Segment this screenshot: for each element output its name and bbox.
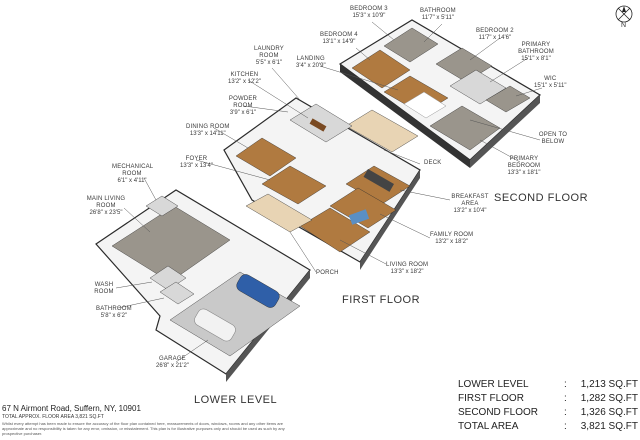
bedroom3-floor — [383, 27, 439, 63]
garage-white-car — [194, 308, 236, 342]
lower-level-model — [95, 189, 311, 382]
first-floor-title: FIRST FLOOR — [342, 294, 421, 306]
main-living-floor — [111, 205, 231, 283]
label-porch: PORCH — [316, 270, 339, 276]
second-floor-title: SECOND FLOOR — [494, 192, 589, 204]
deck-platform — [345, 109, 419, 153]
kitchen-island — [309, 118, 327, 132]
primary-bathroom-floor — [449, 69, 507, 105]
first-floor-model — [223, 97, 421, 270]
disclaimer-text: Whilst every attempt has been made to en… — [2, 421, 285, 436]
label-mechanical: MECHANICAL ROOM 6'1" x 4'11" — [112, 164, 154, 184]
label-bathroom-upper: BATHROOM 11'7" x 5'11" — [420, 8, 456, 21]
label-kitchen: KITCHEN 13'2" x 12'2" — [228, 72, 261, 85]
label-wic: WIC 15'1" x 5'11" — [534, 76, 567, 89]
leader-lines — [115, 21, 543, 363]
area-row-total: TOTAL AREA : 3,821 SQ.FT — [458, 421, 638, 432]
label-powder: POWDER ROOM 3'9" x 6'1" — [228, 96, 258, 116]
label-garage: GARAGE 26'8" x 21'2" — [156, 356, 189, 369]
area-row-lower: LOWER LEVEL : 1,213 SQ.FT — [458, 379, 638, 390]
label-wash: WASH ROOM — [94, 282, 114, 295]
total-approx-area: TOTAL APPROX. FLOOR AREA 3,821 SQ.FT — [2, 414, 104, 420]
label-foyer: FOYER 13'3" x 13'4" — [180, 156, 213, 169]
label-laundry: LAUNDRY ROOM 5'5" x 6'1" — [254, 46, 284, 66]
first-floor-base — [360, 170, 420, 270]
area-row-second: SECOND FLOOR : 1,326 SQ.FT — [458, 407, 638, 418]
porch-floor — [245, 193, 313, 233]
bedroom4-floor — [351, 49, 411, 89]
label-bedroom2: BEDROOM 2 11'7" x 14'6" — [476, 28, 514, 41]
mechanical-floor — [145, 195, 179, 217]
label-landing: LANDING 3'4" x 20'9" — [296, 56, 326, 69]
open-below-void — [403, 91, 447, 119]
label-bedroom3: BEDROOM 3 15'3" x 10'9" — [350, 6, 388, 19]
label-living: LIVING ROOM 13'3" x 18'2" — [386, 262, 429, 275]
property-address: 67 N Airmont Road, Suffern, NY, 10901 — [2, 404, 141, 413]
label-primary-bathroom: PRIMARY BATHROOM 15'1" x 8'1" — [518, 42, 554, 62]
living-floor — [299, 207, 371, 253]
kitchen-floor — [289, 103, 353, 143]
foyer-floor — [261, 165, 327, 205]
bathroom-lower-floor — [159, 281, 195, 305]
label-dining: DINING ROOM 13'3" x 14'11" — [186, 124, 230, 137]
wic-floor — [485, 85, 531, 113]
label-deck: DECK — [424, 160, 442, 166]
compass-north-label: N — [621, 22, 627, 29]
second-floor-base-right — [470, 95, 540, 168]
second-floor-model — [338, 19, 541, 168]
label-bedroom4: BEDROOM 4 13'1" x 14'9" — [320, 32, 358, 45]
label-primary-bedroom: PRIMARY BEDROOM 13'3" x 18'1" — [507, 156, 541, 176]
dining-floor — [235, 137, 297, 177]
second-floor-base — [340, 64, 470, 168]
family-sofa — [363, 169, 394, 192]
garage-blue-car — [236, 274, 280, 308]
label-main-living: MAIN LIVING ROOM 26'8" x 23'5" — [86, 196, 126, 216]
label-open-below: OPEN TO BELOW — [538, 132, 568, 145]
lower-level-title: LOWER LEVEL — [194, 394, 278, 406]
area-summary-table: LOWER LEVEL : 1,213 SQ.FT FIRST FLOOR : … — [458, 378, 638, 434]
primary-bedroom-floor — [429, 105, 501, 151]
living-sofa — [348, 209, 370, 225]
label-breakfast: BREAKFAST AREA 13'2" x 10'4" — [451, 194, 489, 214]
compass: N — [612, 4, 636, 32]
compass-icon — [615, 5, 633, 23]
label-family: FAMILY ROOM 13'2" x 18'2" — [430, 232, 474, 245]
area-row-first: FIRST FLOOR : 1,282 SQ.FT — [458, 393, 638, 404]
label-bathroom-lower: BATHROOM 5'8" x 6'2" — [96, 306, 132, 319]
